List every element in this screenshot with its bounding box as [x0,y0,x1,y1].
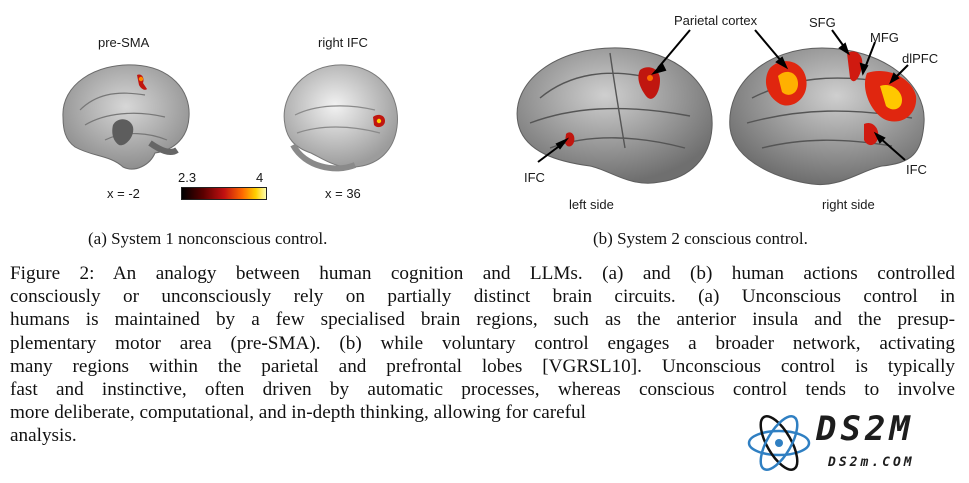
x-coord-right: x = 36 [325,186,361,201]
caption-line: analysis. [10,425,77,447]
lateral-brain-image [283,64,398,172]
colorbar-max-label: 4 [256,170,264,185]
left-hemisphere-image [516,47,713,184]
sfg-label: SFG [809,15,836,30]
right-ifc-label: right IFC [318,35,368,50]
ifc-left-label: IFC [524,170,545,185]
activation-colorbar [181,187,267,200]
caption-line: fast and instinctive, often driven by au… [10,379,955,401]
parietal-cortex-label: Parietal cortex [674,13,758,28]
subcaption-b: (b) System 2 conscious control. [593,229,808,248]
atom-logo-icon [747,415,811,471]
mfg-label: MFG [870,30,899,45]
right-side-label: right side [822,197,875,212]
right-hemisphere-image [729,47,925,186]
x-coord-left: x = -2 [107,186,140,201]
left-side-label: left side [569,197,614,212]
watermark-site-text: DS2m.COM [828,455,915,470]
caption-line: consciously or unconsciously rely on par… [10,286,955,308]
ifc-right-label: IFC [906,162,927,177]
caption-line: more deliberate, computational, and in-d… [10,402,586,424]
caption-line: many regions within the parietal and pre… [10,355,955,377]
caption-line: humans is maintained by a few specialise… [10,309,955,331]
annotation-arrows [537,29,909,163]
pre-sma-label: pre-SMA [98,35,150,50]
watermark-logo-text: DS2M [816,409,914,449]
subcaption-a: (a) System 1 nonconscious control. [88,229,328,248]
caption-line: Figure 2: An analogy between human cogni… [10,263,955,284]
figure-caption: Figure 2: An analogy between human cogni… [10,262,955,448]
dlpfc-label: dlPFC [902,51,939,66]
caption-line: plementary motor area (pre-SMA). (b) whi… [10,332,955,354]
sagittal-brain-image [62,64,190,170]
ds2m-watermark: DS2M DS2m.COM [742,405,964,480]
colorbar-min-label: 2.3 [178,170,197,185]
